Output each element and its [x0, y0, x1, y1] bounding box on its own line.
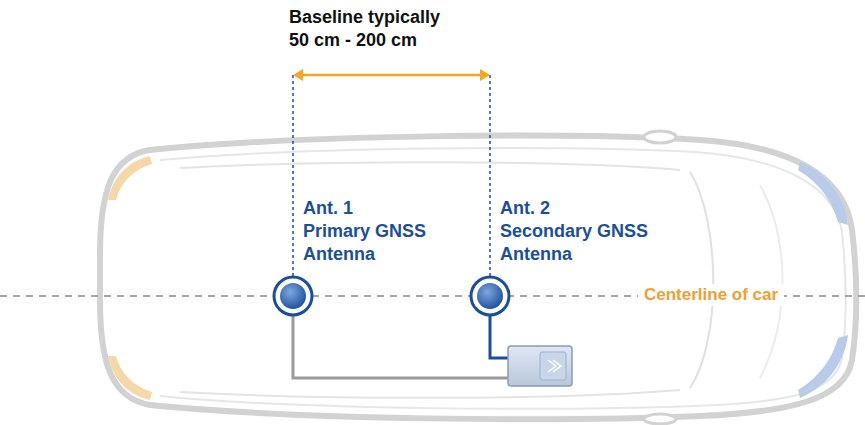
- gnss-antenna: [471, 277, 509, 315]
- rear-light: [108, 156, 152, 200]
- arrow-head: [293, 69, 303, 81]
- antenna-cable: [293, 310, 510, 378]
- antenna-label: Ant. 1: [303, 197, 453, 220]
- car-outline: [100, 136, 857, 419]
- roof-contour: [180, 162, 680, 398]
- rear-light: [108, 356, 152, 400]
- antenna-label: Primary GNSS Antenna: [303, 220, 453, 266]
- dimension-guide: [292, 75, 294, 278]
- antenna-label: Secondary GNSS Antenna: [500, 220, 660, 266]
- side-mirror: [644, 131, 676, 143]
- dimension-guide: [489, 75, 491, 278]
- side-mirror: [644, 414, 676, 424]
- car-outline-inner: [160, 148, 846, 409]
- gnss-receiver: [508, 346, 572, 386]
- headlight: [798, 162, 848, 225]
- antenna-label: Ant. 2: [500, 197, 660, 220]
- dimension-label: Baseline typically 50 cm - 200 cm: [289, 6, 457, 52]
- windshield: [690, 172, 713, 388]
- headlight: [798, 335, 848, 398]
- centerline-label: Centerline of car: [638, 284, 784, 306]
- antenna-cable: [490, 310, 510, 358]
- arrow-head: [480, 69, 490, 81]
- gnss-antenna: [274, 277, 312, 315]
- dimension-arrow: [296, 74, 487, 77]
- hood-line: [760, 185, 783, 378]
